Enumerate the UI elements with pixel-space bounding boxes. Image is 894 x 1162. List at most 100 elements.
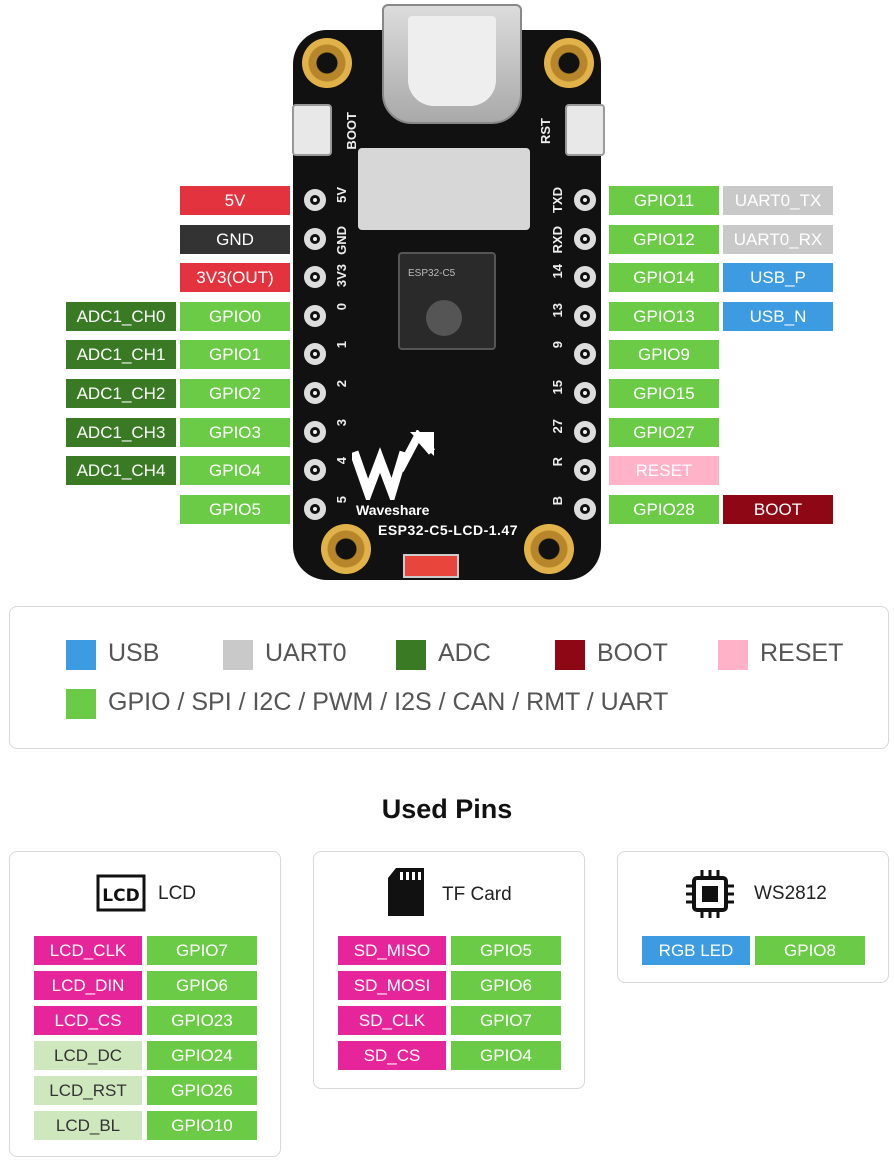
silk-right-pin: R <box>550 457 565 467</box>
legend-gpio: GPIO / SPI / I2C / PWM / I2S / CAN / RMT… <box>108 688 669 716</box>
adc-label: ADC1_CH0 <box>66 301 176 331</box>
tf-gpio-label: GPIO7 <box>451 1006 561 1035</box>
silk-right-pin: 27 <box>550 418 565 434</box>
right-pin-label: GPIO12 <box>609 224 719 254</box>
legend-swatch-boot <box>555 640 585 670</box>
left-pin-label: GPIO3 <box>180 417 290 447</box>
tf-gpio-label: GPIO6 <box>451 971 561 1000</box>
legend-usb: USB <box>108 639 160 667</box>
header-pin-hole <box>304 343 326 366</box>
header-pin-hole <box>574 459 596 482</box>
sd-card-icon <box>388 868 424 916</box>
lcd-icon: LCD <box>96 874 146 912</box>
legend-boot: BOOT <box>597 639 668 667</box>
lcd-gpio-label: GPIO26 <box>147 1076 257 1105</box>
legend-adc: ADC <box>438 639 491 667</box>
silk-left-pin: 5 <box>334 495 349 504</box>
header-pin-hole <box>304 497 326 520</box>
tf-signal-label: SD_CLK <box>338 1006 446 1035</box>
right-pin-label: GPIO14 <box>609 263 719 293</box>
left-pin-label: GND <box>180 224 290 254</box>
header-pin-hole <box>304 420 326 443</box>
silk-right-pin: TXD <box>550 187 565 213</box>
silk-left-pin: GND <box>334 225 349 255</box>
legend-swatch-adc <box>396 640 426 670</box>
boot-button[interactable] <box>292 104 332 156</box>
right-function-label: USB_N <box>723 301 833 331</box>
tf-gpio-label: GPIO4 <box>451 1041 561 1070</box>
chip-icon <box>686 870 734 918</box>
right-pin-label: RESET <box>609 456 719 486</box>
mount-hole-icon <box>302 38 352 88</box>
header-pin-hole <box>304 459 326 482</box>
header-pin-hole <box>304 227 326 250</box>
left-pin-label: GPIO5 <box>180 494 290 524</box>
used-pins-title: Used Pins <box>381 794 513 824</box>
lcd-gpio-label: GPIO7 <box>147 936 257 965</box>
legend-swatch-reset <box>718 640 748 670</box>
header-pin-hole <box>574 497 596 520</box>
mount-hole-icon <box>321 524 371 574</box>
header-pin-hole <box>574 189 596 211</box>
board-model: ESP32-C5-LCD-1.47 <box>378 522 518 538</box>
lcd-card-title: LCD <box>158 883 197 904</box>
silk-right-pin: B <box>550 495 565 506</box>
esp32-chip: ESP32-C5 <box>398 252 496 350</box>
silk-left-pin: 4 <box>334 457 349 465</box>
header-pin-hole <box>574 227 596 250</box>
silk-left-pin: 1 <box>334 341 349 349</box>
mount-hole-icon <box>544 38 594 88</box>
adc-label: ADC1_CH3 <box>66 417 176 447</box>
lcd-signal-label: LCD_RST <box>34 1076 142 1105</box>
header-pin-hole <box>574 304 596 327</box>
left-pin-label: GPIO0 <box>180 301 290 331</box>
tf-card-slot <box>358 148 530 230</box>
ws-signal-label: RGB LED <box>642 936 750 965</box>
left-pin-label: 5V <box>180 186 290 215</box>
right-pin-label: GPIO27 <box>609 417 719 447</box>
right-function-label: BOOT <box>723 494 833 524</box>
legend-swatch-usb <box>66 640 96 670</box>
tf-card-title: TF Card <box>442 884 512 905</box>
silk-right-pin: RXD <box>550 225 565 254</box>
legend-swatch-gpio <box>66 689 96 719</box>
rgb-led <box>403 554 459 578</box>
header-pin-hole <box>304 382 326 404</box>
legend-reset: RESET <box>760 639 844 667</box>
silk-right-pin: 9 <box>550 341 565 349</box>
silk-left-pin: 0 <box>334 302 349 311</box>
lcd-signal-label: LCD_DC <box>34 1041 142 1070</box>
silk-rst: RST <box>538 118 553 144</box>
lcd-signal-label: LCD_CLK <box>34 936 142 965</box>
lcd-gpio-label: GPIO6 <box>147 971 257 1000</box>
silk-right-pin: 13 <box>550 302 565 318</box>
silk-right-pin: 14 <box>550 264 565 279</box>
header-pin-hole <box>304 266 326 289</box>
header-pin-hole <box>304 189 326 211</box>
tf-gpio-label: GPIO5 <box>451 936 561 965</box>
right-pin-label: GPIO13 <box>609 301 719 331</box>
legend-uart0: UART0 <box>265 639 347 667</box>
silk-left-pin: 2 <box>334 380 349 388</box>
espressif-logo-icon <box>426 300 462 336</box>
left-pin-label: 3V3(OUT) <box>180 263 290 293</box>
lcd-gpio-label: GPIO23 <box>147 1006 257 1035</box>
right-function-label: UART0_RX <box>723 224 833 254</box>
silk-boot: BOOT <box>344 112 359 150</box>
lcd-signal-label: LCD_CS <box>34 1006 142 1035</box>
silk-left-pin: 3 <box>334 418 349 426</box>
right-function-label: USB_P <box>723 263 833 293</box>
silk-right-pin: 15 <box>550 380 565 395</box>
chip-label: ESP32-C5 <box>408 268 456 279</box>
left-pin-label: GPIO1 <box>180 340 290 370</box>
lcd-gpio-label: GPIO10 <box>147 1111 257 1140</box>
silk-left-pin: 3V3 <box>334 264 349 288</box>
reset-button[interactable] <box>565 104 605 156</box>
usb-c-connector <box>382 4 522 124</box>
left-pin-label: GPIO2 <box>180 379 290 408</box>
ws-gpio-label: GPIO8 <box>755 936 865 965</box>
header-pin-hole <box>574 266 596 289</box>
